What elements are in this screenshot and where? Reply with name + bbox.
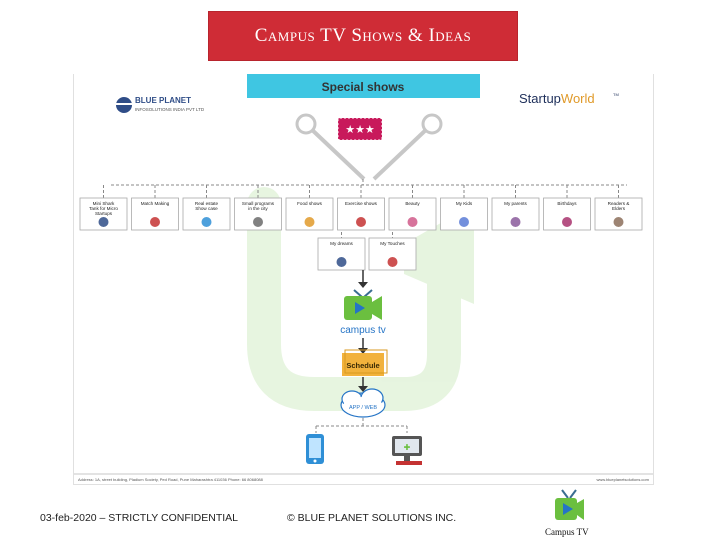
category-icon bbox=[98, 217, 109, 227]
category-icon bbox=[459, 217, 469, 227]
page-title: Campus TV Shows & Ideas bbox=[254, 25, 472, 46]
footer-date: 03-feb-2020 – STRICTLY CONFIDENTIAL bbox=[40, 512, 239, 524]
category-label: My Touches bbox=[380, 241, 405, 246]
ticket-icon: ★★★ bbox=[337, 117, 383, 141]
category-label: Exercise shows bbox=[345, 201, 378, 206]
category-label: Birthdays bbox=[557, 201, 577, 206]
mobile-phone-icon bbox=[306, 434, 324, 464]
title-banner: Campus TV Shows & Ideas bbox=[208, 11, 518, 61]
campus-tv-footer-logo bbox=[555, 489, 584, 520]
category-label: My parents bbox=[504, 201, 527, 206]
category-icon bbox=[613, 217, 624, 227]
channel-label: APP / WEB bbox=[349, 405, 377, 411]
category-icon bbox=[387, 257, 398, 267]
category-icon bbox=[304, 217, 315, 227]
category-icon bbox=[150, 217, 160, 227]
svg-text:★★★: ★★★ bbox=[345, 124, 375, 136]
footer-copyright: © BLUE PLANET SOLUTIONS INC. bbox=[287, 512, 457, 524]
blue-planet-logo: BLUE PLANET INFOSOLUTIONS INDIA PVT LTD bbox=[116, 96, 205, 113]
schedule-label: Schedule bbox=[346, 361, 379, 370]
special-shows-banner bbox=[247, 74, 480, 98]
category-icon bbox=[562, 217, 572, 227]
category-row-2: My dreams My Touches bbox=[317, 232, 417, 271]
category-icon bbox=[253, 217, 263, 227]
right-logo-part2: World bbox=[561, 91, 595, 106]
footer-brand: Campus TV bbox=[545, 527, 589, 537]
category-label: My Kids bbox=[456, 201, 473, 206]
tv-antenna-icon bbox=[295, 113, 443, 181]
right-logo-tm: TM bbox=[613, 92, 619, 97]
svg-text:✚: ✚ bbox=[404, 443, 411, 452]
slide-footer-web: www.blueplanetsolutions.com bbox=[597, 477, 650, 482]
category-label: Food shows bbox=[297, 201, 322, 206]
campus-tv-label: campus tv bbox=[340, 325, 386, 336]
cloud-icon: APP / WEB bbox=[340, 388, 386, 418]
startup-world-logo: StartupWorld TM bbox=[519, 91, 619, 106]
category-label: My dreams bbox=[330, 241, 353, 246]
schedule-box: Schedule bbox=[342, 349, 388, 376]
slide-canvas: Special shows BLUE PLANET INFOSOLUTIONS … bbox=[73, 74, 654, 485]
category-icon bbox=[356, 217, 366, 227]
left-logo-sub: INFOSOLUTIONS INDIA PVT LTD bbox=[135, 107, 205, 112]
banner-label: Special shows bbox=[322, 80, 405, 94]
slide-footer-contact: Address: 1A, street building, Pladium So… bbox=[78, 477, 264, 482]
category-label: Beauty bbox=[405, 201, 420, 206]
right-logo-part1: Startup bbox=[519, 91, 561, 106]
svg-text:StartupWorld: StartupWorld bbox=[519, 91, 595, 106]
campus-tv-logo: campus tv bbox=[340, 289, 386, 336]
diagram-svg: Special shows BLUE PLANET INFOSOLUTIONS … bbox=[74, 74, 653, 482]
category-icon bbox=[201, 217, 212, 227]
category-icon bbox=[336, 257, 347, 267]
category-label: Readers &Elders bbox=[608, 201, 630, 211]
desktop-computer-icon: ✚ bbox=[392, 436, 422, 465]
category-icon bbox=[407, 217, 418, 227]
category-label: Match Making bbox=[141, 201, 170, 206]
category-icon bbox=[510, 217, 521, 227]
left-logo-name: BLUE PLANET bbox=[135, 96, 191, 105]
